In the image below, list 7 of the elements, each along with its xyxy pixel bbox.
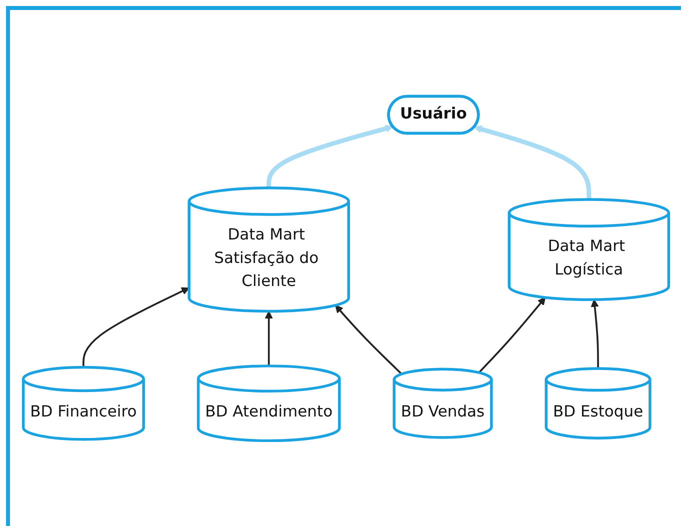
arrow bbox=[478, 296, 546, 373]
arrow bbox=[266, 124, 393, 188]
arrow bbox=[474, 124, 591, 200]
arrow bbox=[334, 304, 402, 374]
arrow bbox=[590, 298, 598, 368]
arrow bbox=[82, 286, 189, 367]
arrow bbox=[264, 310, 272, 366]
